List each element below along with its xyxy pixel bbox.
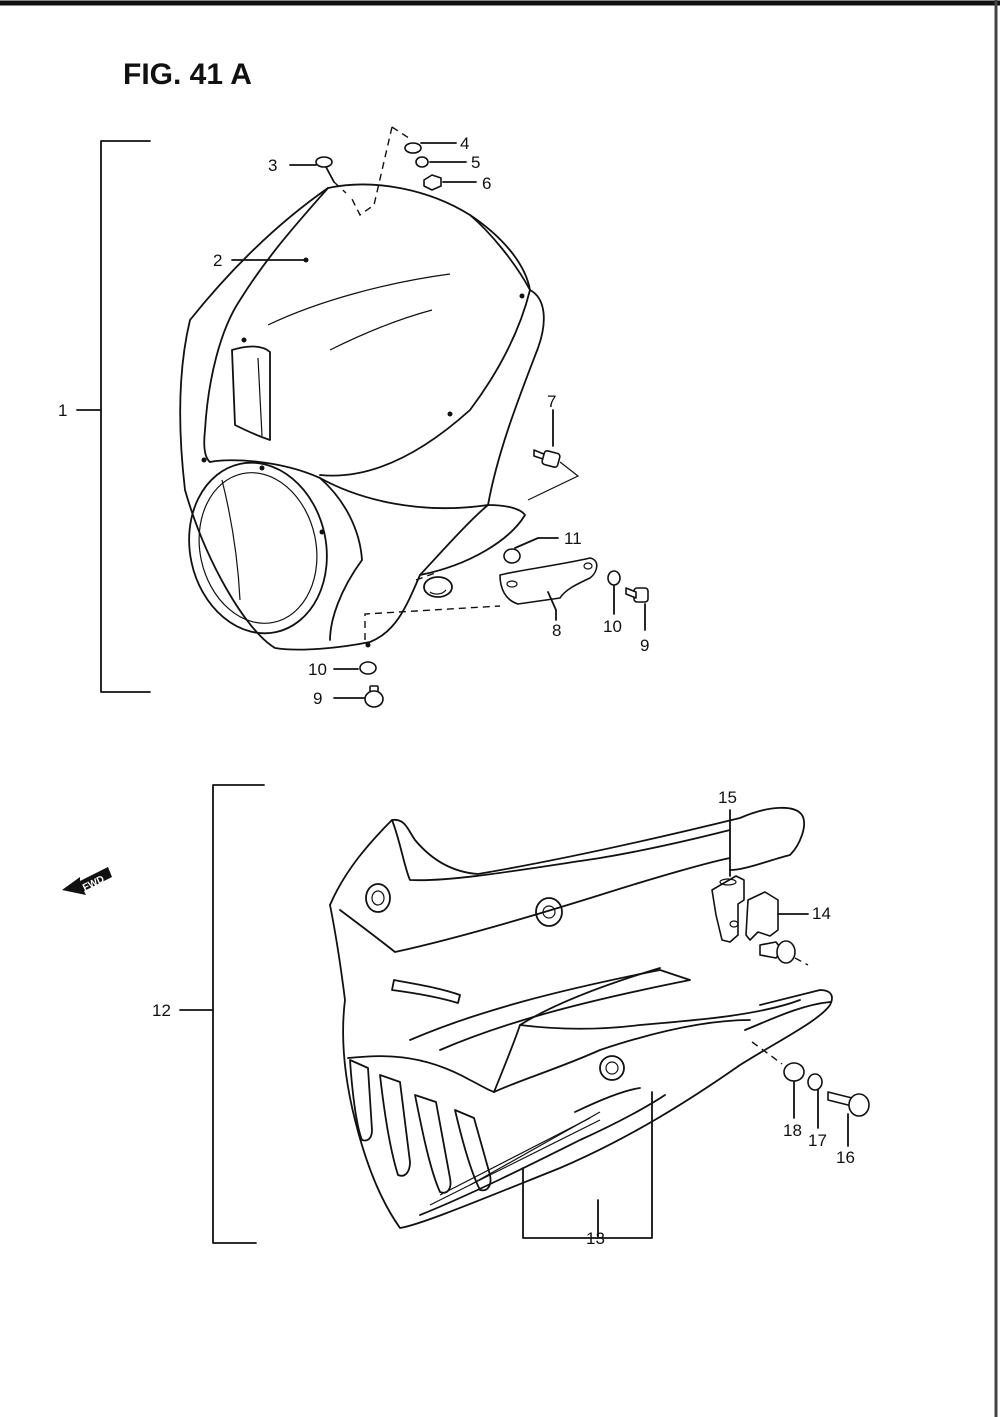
part-7-bolt xyxy=(533,409,561,468)
callout-4: 4 xyxy=(460,134,469,153)
part-8-stay xyxy=(499,557,598,621)
callout-13: 13 xyxy=(586,1229,605,1248)
fwd-arrow-icon xyxy=(62,867,112,895)
part-4-washer xyxy=(404,142,457,154)
part-9-bolt-right xyxy=(625,587,649,631)
callout-2: 2 xyxy=(213,251,222,270)
callout-9-right: 9 xyxy=(640,636,649,655)
guide-part-8 xyxy=(364,605,501,640)
part-6-nut xyxy=(423,174,477,191)
callout-14: 14 xyxy=(812,904,831,923)
guide-part-7 xyxy=(527,461,580,501)
guide-top xyxy=(349,126,393,217)
callout-11: 11 xyxy=(564,529,582,548)
fwd-direction-badge: FWD xyxy=(62,867,112,895)
part-3-screw xyxy=(289,156,347,194)
part-17-lock-washer xyxy=(807,1073,823,1129)
part-10-washer-right xyxy=(607,570,621,615)
callout-10-bottom: 10 xyxy=(308,660,327,679)
part-15-stay xyxy=(711,809,745,943)
callout-18: 18 xyxy=(783,1121,802,1140)
callout-16: 16 xyxy=(836,1148,855,1167)
part-11-grommet xyxy=(503,537,559,564)
callout-1: 1 xyxy=(58,401,67,420)
leader-13-bracket xyxy=(522,1091,653,1239)
callout-7: 7 xyxy=(547,392,556,411)
part-10-washer-bottom xyxy=(333,661,377,675)
callout-10-right: 10 xyxy=(603,617,622,636)
under-cowl-shell xyxy=(329,806,833,1229)
bracket-part-1 xyxy=(100,140,151,693)
callout-17: 17 xyxy=(808,1131,827,1150)
upper-cowl-assembly: 1 2 3 4 5 6 7 8 11 10 9 10 9 xyxy=(58,126,649,708)
callout-5: 5 xyxy=(471,153,480,172)
part-16-bolt xyxy=(827,1091,870,1147)
callout-15: 15 xyxy=(718,788,737,807)
part-9-bolt-bottom xyxy=(333,685,384,708)
part-14-clamp xyxy=(745,891,809,966)
part-5-nut xyxy=(415,156,467,168)
upper-cowl-shell xyxy=(179,183,545,651)
guide-top-2 xyxy=(391,126,413,141)
part-18-washer xyxy=(751,1041,805,1119)
guide-part-11 xyxy=(415,571,439,581)
callout-6: 6 xyxy=(482,174,491,193)
figure-title: FIG. 41 A xyxy=(123,58,252,91)
callout-9-bottom: 9 xyxy=(313,689,322,708)
callout-12: 12 xyxy=(152,1001,171,1020)
under-cowl-assembly: 12 13 14 15 16 17 18 xyxy=(152,784,870,1248)
bracket-part-12 xyxy=(212,784,265,1244)
fwd-label: FWD xyxy=(81,874,106,894)
callout-3: 3 xyxy=(268,156,277,175)
callout-8: 8 xyxy=(552,621,561,640)
